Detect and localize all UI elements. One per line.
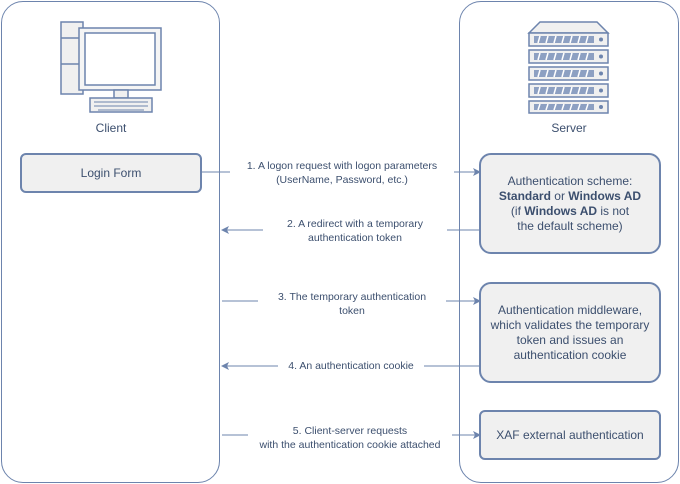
- arrow-3-label: 3. The temporary authentication token: [258, 290, 446, 318]
- desktop-computer-icon: [60, 21, 162, 113]
- authentication-scheme-text: Authentication scheme: Standard or Windo…: [499, 174, 641, 234]
- login-form-box: Login Form: [20, 153, 202, 193]
- authentication-scheme-box: Authentication scheme: Standard or Windo…: [479, 153, 661, 254]
- scheme-windows-ad: Windows AD: [568, 188, 642, 203]
- arrow-2-label-line-1: 2. A redirect with a temporary: [287, 218, 423, 230]
- xaf-external-authentication-label: XAF external authentication: [496, 427, 644, 442]
- arrow-5-label-line-2: with the authentication cookie attached: [259, 439, 441, 451]
- scheme-line-3-post: is not: [597, 203, 630, 218]
- scheme-line-3-pre: (if: [510, 203, 525, 218]
- client-lane-title: Client: [95, 121, 127, 135]
- server-rack-icon: [527, 21, 610, 114]
- arrow-3-label-line-1: 3. The temporary authentication: [277, 291, 427, 303]
- arrow-1-label-line-2: (UserName, Password, etc.): [276, 174, 408, 186]
- login-form-label: Login Form: [80, 165, 142, 180]
- arrow-4-label: 4. An authentication cookie: [278, 359, 424, 373]
- arrow-1-label: 1. A logon request with logon parameters…: [230, 159, 454, 187]
- authentication-middleware-box: Authentication middleware, which validat…: [479, 282, 661, 383]
- xaf-external-authentication-box: XAF external authentication: [479, 410, 661, 460]
- arrow-1-label-line-1: 1. A logon request with logon parameters: [246, 160, 438, 172]
- arrow-4-label-line-1: 4. An authentication cookie: [288, 360, 414, 372]
- scheme-windows-ad-2: Windows AD: [524, 203, 598, 218]
- arrow-2-label-line-2: authentication token: [308, 232, 402, 244]
- scheme-or: or: [550, 188, 569, 203]
- server-lane-title: Server: [551, 121, 587, 135]
- scheme-line-1: Authentication scheme:: [507, 173, 633, 188]
- authentication-middleware-label: Authentication middleware, which validat…: [490, 302, 650, 362]
- scheme-line-4: the default scheme): [517, 218, 623, 233]
- arrow-3-label-line-2: token: [339, 305, 365, 317]
- arrow-5-label-line-1: 5. Client-server requests: [292, 425, 408, 437]
- arrow-5-label: 5. Client-server requests with the authe…: [248, 424, 452, 452]
- scheme-standard: Standard: [498, 188, 551, 203]
- arrow-2-label: 2. A redirect with a temporary authentic…: [263, 217, 447, 245]
